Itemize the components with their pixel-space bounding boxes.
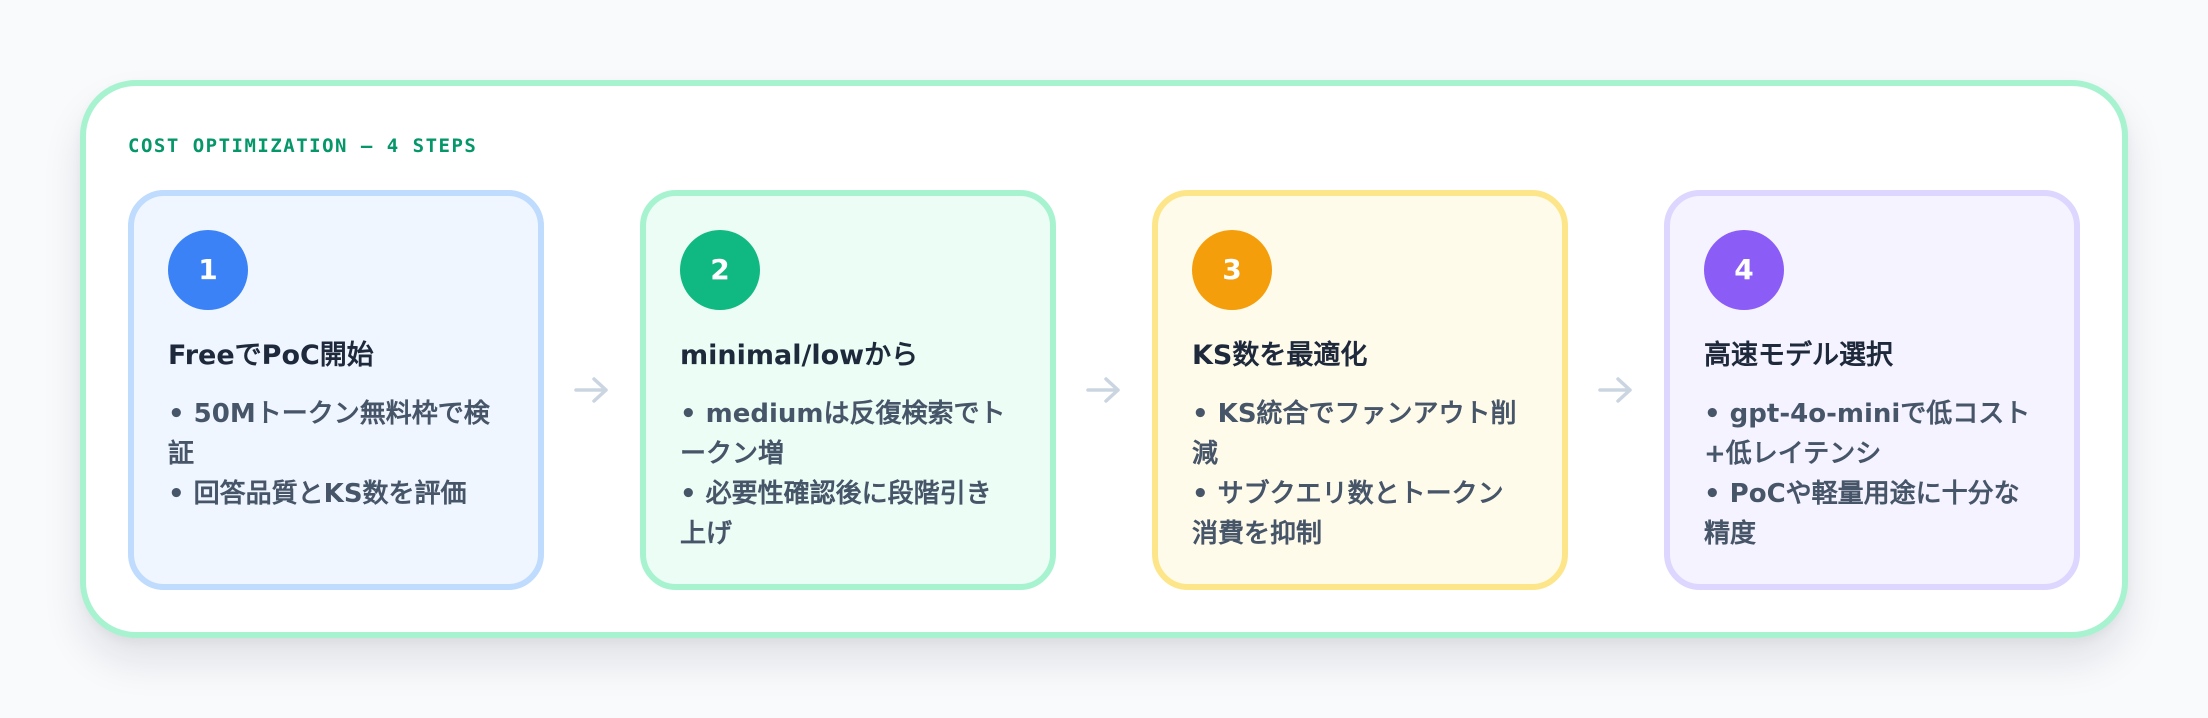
step-bullets: • KS統合でファンアウト削減 • サブクエリ数とトークン消費を抑制: [1192, 394, 1528, 554]
step-title: minimal/lowから: [680, 340, 919, 371]
step-bullets: • 50Mトークン無料枠で検証 • 回答品質とKS数を評価: [168, 394, 504, 514]
arrow-right-icon: [574, 377, 608, 403]
step-card-3: 3 KS数を最適化 • KS統合でファンアウト削減 • サブクエリ数とトークン消…: [1152, 190, 1568, 590]
step-bullet: • mediumは反復検索でトークン増: [680, 399, 1006, 469]
step-bullet: • KS統合でファンアウト削減: [1192, 399, 1517, 469]
panel-title: COST OPTIMIZATION — 4 STEPS: [128, 135, 478, 157]
step-bullet: • 50Mトークン無料枠で検証: [168, 399, 490, 469]
step-title: KS数を最適化: [1192, 340, 1368, 371]
step-title: 高速モデル選択: [1704, 340, 1893, 371]
step-number-badge: 1: [168, 230, 248, 310]
arrow-right-icon: [1086, 377, 1120, 403]
step-number-badge: 4: [1704, 230, 1784, 310]
step-title: FreeでPoC開始: [168, 340, 374, 371]
step-bullet: • gpt-4o-miniで低コスト+低レイテンシ: [1704, 399, 2031, 469]
step-bullets: • gpt-4o-miniで低コスト+低レイテンシ • PoCや軽量用途に十分な…: [1704, 394, 2040, 554]
step-bullet: • 回答品質とKS数を評価: [168, 479, 467, 509]
step-number-badge: 3: [1192, 230, 1272, 310]
cost-optimization-panel: COST OPTIMIZATION — 4 STEPS 1 FreeでPoC開始…: [80, 80, 2128, 638]
step-card-2: 2 minimal/lowから • mediumは反復検索でトークン増 • 必要…: [640, 190, 1056, 590]
arrow-right-icon: [1598, 377, 1632, 403]
step-bullet: • PoCや軽量用途に十分な精度: [1704, 479, 2020, 549]
step-card-4: 4 高速モデル選択 • gpt-4o-miniで低コスト+低レイテンシ • Po…: [1664, 190, 2080, 590]
step-bullet: • 必要性確認後に段階引き上げ: [680, 479, 992, 549]
step-bullet: • サブクエリ数とトークン消費を抑制: [1192, 479, 1504, 549]
step-bullets: • mediumは反復検索でトークン増 • 必要性確認後に段階引き上げ: [680, 394, 1016, 554]
step-card-1: 1 FreeでPoC開始 • 50Mトークン無料枠で検証 • 回答品質とKS数を…: [128, 190, 544, 590]
step-number-badge: 2: [680, 230, 760, 310]
